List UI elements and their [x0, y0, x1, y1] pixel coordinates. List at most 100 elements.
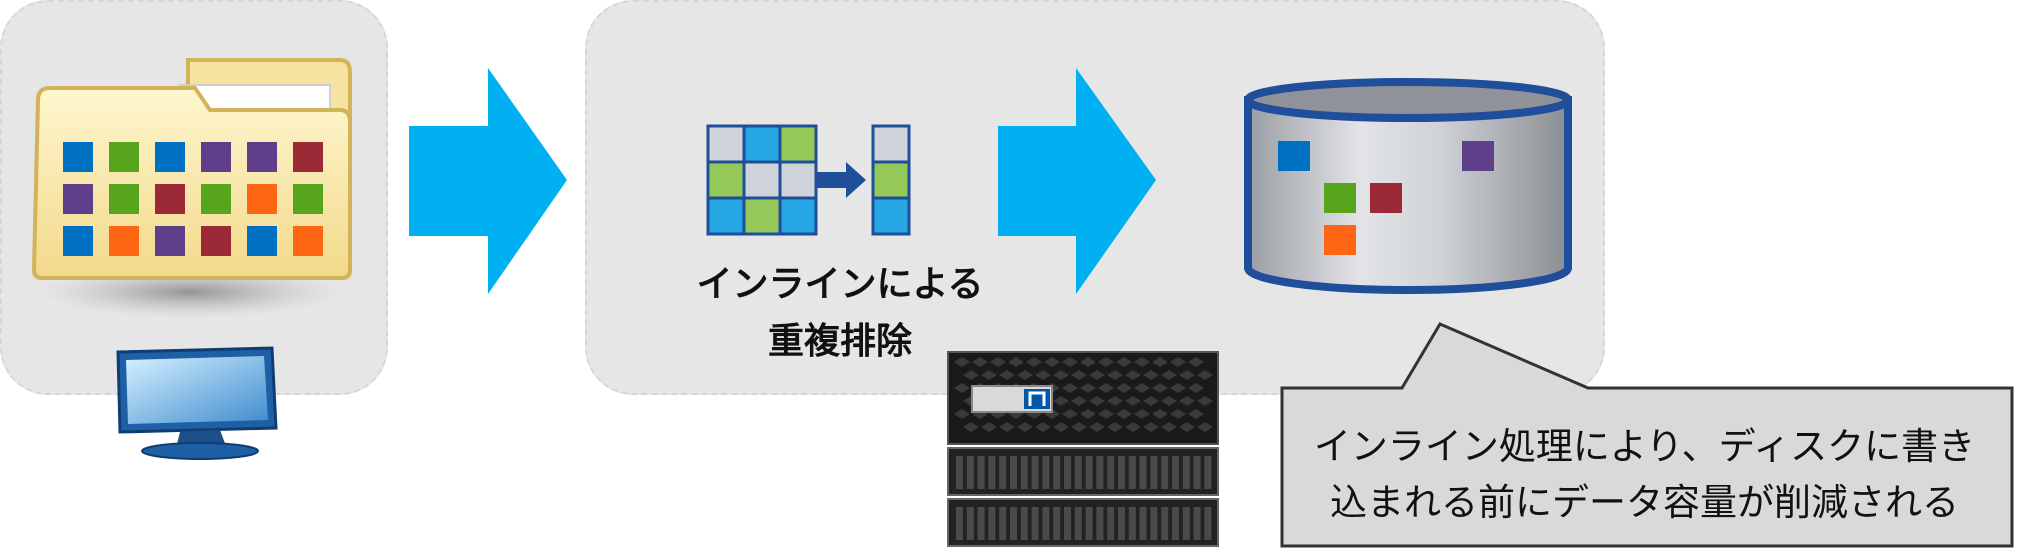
- dedupe-result-cell: [871, 196, 911, 236]
- appliance-mesh-cell: [1125, 422, 1141, 432]
- drive-bay: [1107, 456, 1115, 489]
- appliance-mesh-cell: [1188, 409, 1204, 419]
- folder-block: [293, 142, 323, 172]
- dedupe-result-column: [871, 124, 911, 236]
- appliance-mesh-cell: [1143, 422, 1159, 432]
- drive-bays: [956, 456, 1212, 540]
- appliance-mesh-cell: [1143, 370, 1159, 380]
- appliance-mesh-cell: [981, 422, 997, 432]
- appliance-mesh-cell: [1035, 370, 1051, 380]
- drive-bay: [1193, 456, 1201, 489]
- folder-block: [63, 226, 93, 256]
- dedupe-icon: [706, 124, 911, 236]
- appliance-mesh-cell: [1197, 370, 1213, 380]
- appliance-mesh-cell: [1116, 383, 1132, 393]
- appliance-mesh-cell: [999, 422, 1015, 432]
- drive-bay: [1128, 456, 1136, 489]
- drive-bay: [1074, 507, 1082, 540]
- appliance-mesh-cell: [1134, 409, 1150, 419]
- appliance-mesh-cell: [1161, 422, 1177, 432]
- drive-bay: [1085, 507, 1093, 540]
- drive-bay: [999, 456, 1007, 489]
- drive-bay: [1172, 456, 1179, 489]
- disk-block: [1324, 225, 1356, 255]
- appliance-mesh-cell: [1062, 383, 1078, 393]
- folder-block: [201, 184, 231, 214]
- drive-bay: [1031, 456, 1039, 489]
- appliance-mesh-cell: [1071, 396, 1087, 406]
- appliance-mesh-cell: [1071, 370, 1087, 380]
- drive-bay: [1118, 507, 1125, 540]
- drive-bay: [1139, 507, 1147, 540]
- appliance-mesh-cell: [1179, 370, 1195, 380]
- drive-bay: [1042, 507, 1050, 540]
- dedupe-grid-cell: [706, 160, 746, 200]
- appliance-mesh-cell: [1161, 396, 1177, 406]
- disk-block: [1278, 141, 1310, 171]
- drive-bay: [966, 507, 974, 540]
- disk-block: [1324, 183, 1356, 213]
- storage-appliance-icon: [947, 351, 1219, 547]
- appliance-mesh-cell: [1179, 422, 1195, 432]
- appliance-mesh-cell: [1197, 422, 1213, 432]
- drive-bay: [1118, 456, 1125, 489]
- dedupe-result-cell: [871, 160, 911, 200]
- dedupe-arrow-icon: [816, 162, 866, 198]
- drive-bay: [1064, 456, 1071, 489]
- drive-bay: [1193, 507, 1201, 540]
- appliance-mesh-cell: [1089, 422, 1105, 432]
- appliance-mesh-cell: [1170, 409, 1186, 419]
- drive-bay: [1074, 456, 1082, 489]
- drive-bay: [1182, 507, 1190, 540]
- appliance-mesh-cell: [1098, 357, 1114, 367]
- appliance-mesh-cell: [999, 370, 1015, 380]
- appliance-mesh-cell: [1125, 396, 1141, 406]
- drive-bay: [1085, 456, 1093, 489]
- drive-bay: [1010, 456, 1017, 489]
- appliance-mesh-cell: [1053, 396, 1069, 406]
- appliance-mesh-cell: [981, 370, 997, 380]
- dedupe-grid: [706, 124, 818, 236]
- appliance-mesh-cell: [1134, 357, 1150, 367]
- drive-bay: [956, 456, 963, 489]
- appliance-mesh-cell: [1116, 357, 1132, 367]
- callout-bubble: [1280, 322, 2014, 548]
- callout-line2: 込まれる前にデータ容量が削減される: [1330, 481, 1959, 524]
- drive-bay: [1064, 507, 1071, 540]
- drive-bay: [1010, 507, 1017, 540]
- drive-bay: [1204, 507, 1212, 540]
- callout-text: インライン処理により、ディスクに書き 込まれる前にデータ容量が削減される: [1282, 405, 2007, 545]
- appliance-mesh-cell: [1017, 422, 1033, 432]
- appliance-mesh-cell: [1026, 357, 1042, 367]
- folder-blocks: [63, 142, 323, 256]
- folder-block: [109, 226, 139, 256]
- appliance-mesh-cell: [1152, 383, 1168, 393]
- drive-bay: [1172, 507, 1179, 540]
- folder-block: [247, 142, 277, 172]
- appliance-mesh-cell: [1170, 357, 1186, 367]
- drive-bay: [1204, 456, 1212, 489]
- drive-bay: [1161, 507, 1169, 540]
- drive-bay: [1128, 507, 1136, 540]
- drive-bay: [1139, 456, 1147, 489]
- appliance-mesh-cell: [1053, 422, 1069, 432]
- dedupe-caption-line2: 重複排除: [767, 321, 912, 362]
- appliance-mesh-cell: [1035, 422, 1051, 432]
- appliance-mesh-cell: [963, 370, 979, 380]
- appliance-mesh-cell: [1188, 383, 1204, 393]
- drive-bay: [999, 507, 1007, 540]
- appliance-mesh-cell: [1179, 396, 1195, 406]
- flow-arrow-2: [998, 68, 1156, 294]
- appliance-mesh-cell: [1053, 370, 1069, 380]
- appliance-mesh-cell: [1008, 357, 1024, 367]
- appliance-mesh-cell: [1098, 409, 1114, 419]
- drive-bay: [1042, 456, 1050, 489]
- appliance-mesh-cell: [954, 383, 970, 393]
- folder-icon: [31, 58, 352, 318]
- folder-block: [293, 184, 323, 214]
- drive-bay: [956, 507, 963, 540]
- disk-blocks: [1278, 141, 1494, 255]
- disk-block: [1370, 183, 1402, 213]
- appliance-mesh-cell: [1044, 357, 1060, 367]
- appliance-mesh-cell: [1125, 370, 1141, 380]
